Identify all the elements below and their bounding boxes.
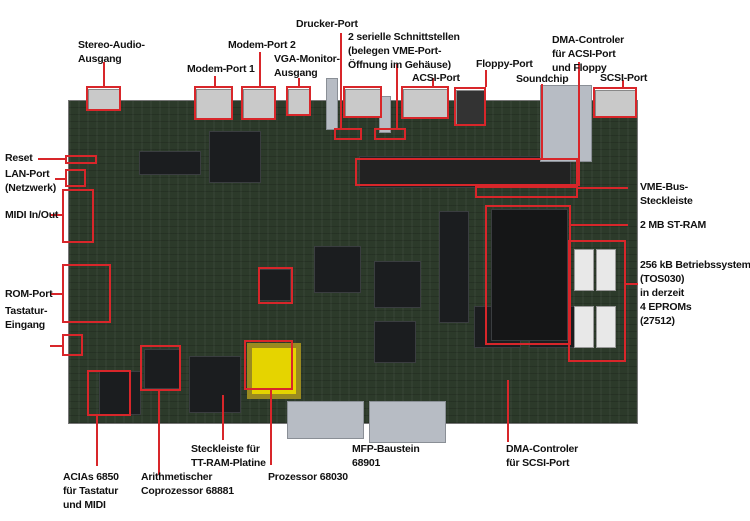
tt-ram-box [258,267,293,304]
serial-box-2 [374,128,406,140]
cpu-box [244,340,293,390]
label-floppy: Floppy-Port [476,58,533,70]
label-modem-port-1: Modem-Port 1 [187,63,255,75]
modem-port-1-box [194,86,233,120]
label-serial: 2 serielle Schnittstellen(belegen VME-Po… [348,31,460,71]
label-soundchip: Soundchip [516,73,569,85]
lan-box [65,169,86,187]
rom-box [62,264,111,323]
label-midi: MIDI In/Out [5,209,59,221]
st-ram-box [485,205,571,345]
floppy-box [454,87,486,126]
stereo-audio-box [86,86,121,111]
tos-box [568,240,626,362]
scsi-box [593,87,637,118]
midi-box [62,189,94,243]
vme-box-2 [475,186,578,198]
label-st-ram: 2 MB ST-RAM [640,219,707,231]
label-cpu: Prozessor 68030 [268,471,348,483]
reset-box [65,155,97,164]
label-tastatur: Tastatur-Eingang [5,305,48,331]
label-stereo-audio: Stereo-Audio-Ausgang [78,39,145,65]
modem-port-2-box [241,86,276,120]
acias-box [87,370,131,416]
tastatur-box [62,334,83,356]
acsi-box [401,86,449,119]
serial-box-1 [334,128,362,140]
label-vme: VME-Bus-Steckleiste [640,181,693,207]
label-lan: LAN-Port(Netzwerk) [5,168,57,194]
label-modem-port-2: Modem-Port 2 [228,39,296,51]
drucker-box [343,86,382,118]
label-drucker: Drucker-Port [296,18,358,30]
copro-box [140,345,181,391]
label-scsi: SCSI-Port [600,72,648,84]
label-vga: VGA-Monitor-Ausgang [274,53,340,79]
label-acsi: ACSI-Port [412,72,460,84]
vga-box [286,86,311,116]
label-rom: ROM-Port [5,288,53,300]
vme-box [355,158,578,186]
label-reset: Reset [5,152,33,164]
